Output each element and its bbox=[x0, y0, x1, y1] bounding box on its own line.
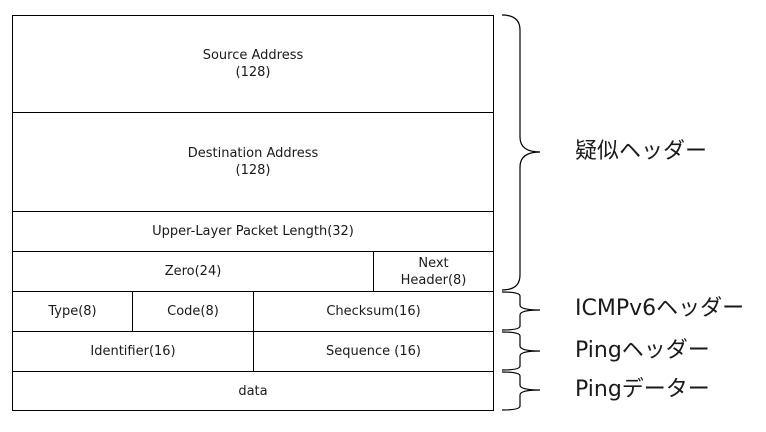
identifier-label: Identifier(16) bbox=[90, 344, 176, 359]
destination-address-bits: (128) bbox=[235, 163, 271, 178]
destination-address-field: Destination Address (128) bbox=[12, 112, 494, 212]
destination-address-label: Destination Address bbox=[187, 146, 319, 161]
code-label: Code(8) bbox=[167, 304, 219, 319]
pseudo-header-brace bbox=[501, 14, 541, 291]
icmpv6-header-label: ICMPv6ヘッダー bbox=[575, 296, 745, 321]
zero-field: Zero(24) bbox=[12, 251, 374, 292]
sequence-field: Sequence (16) bbox=[253, 331, 494, 372]
sequence-label: Sequence (16) bbox=[326, 344, 421, 359]
next-header-label-line1: Next bbox=[418, 255, 449, 271]
ping-data-brace bbox=[501, 371, 541, 411]
source-address-label: Source Address bbox=[202, 48, 304, 63]
upper-layer-length-field: Upper-Layer Packet Length(32) bbox=[12, 211, 494, 252]
ping-data-label: Pingデーター bbox=[575, 377, 710, 402]
next-header-label-line2: Header(8) bbox=[400, 272, 467, 288]
source-address-bits: (128) bbox=[235, 65, 271, 80]
ping-header-label: Pingヘッダー bbox=[575, 338, 710, 363]
ping-header-brace bbox=[501, 331, 541, 371]
checksum-field: Checksum(16) bbox=[253, 291, 494, 332]
pseudo-header-label: 疑似ヘッダー bbox=[575, 139, 708, 164]
zero-label: Zero(24) bbox=[164, 264, 222, 279]
checksum-label: Checksum(16) bbox=[326, 304, 421, 319]
data-field: data bbox=[12, 371, 494, 411]
type-label: Type(8) bbox=[48, 304, 97, 319]
upper-layer-length-label: Upper-Layer Packet Length(32) bbox=[152, 224, 354, 239]
identifier-field: Identifier(16) bbox=[12, 331, 254, 372]
data-label: data bbox=[238, 383, 268, 399]
next-header-field: Next Header(8) bbox=[373, 251, 494, 292]
source-address-field: Source Address (128) bbox=[12, 15, 494, 113]
icmpv6-header-brace bbox=[501, 291, 541, 331]
